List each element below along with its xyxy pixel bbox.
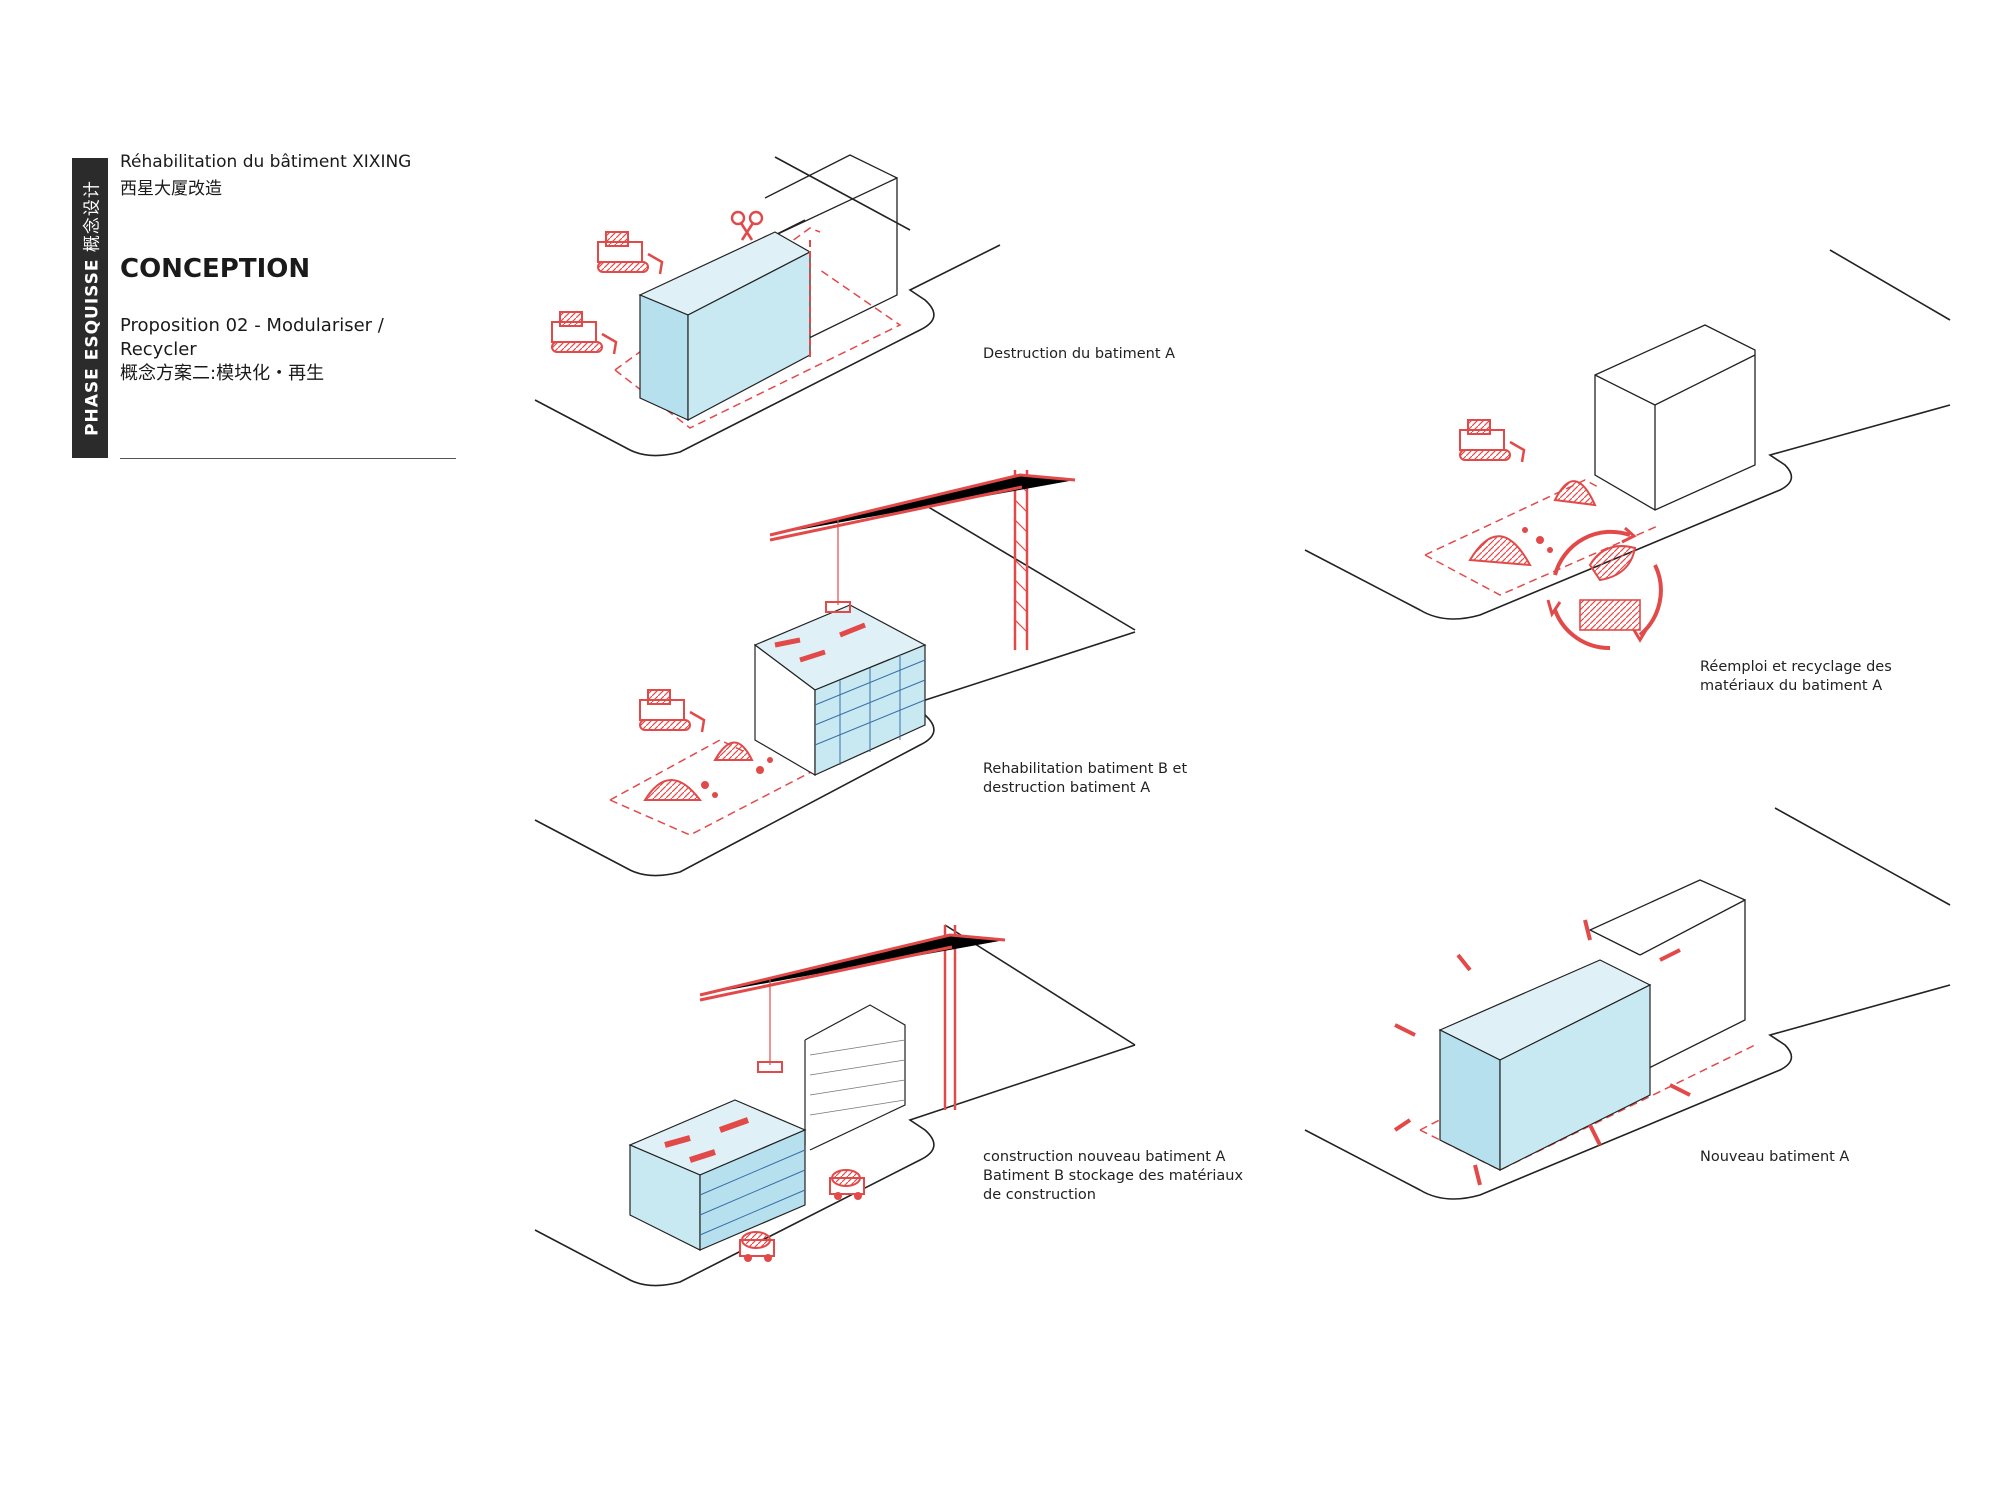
rubble-icon bbox=[1468, 480, 1597, 567]
step2-crane-load bbox=[825, 601, 851, 613]
section-title: CONCEPTION bbox=[120, 254, 311, 284]
step5-street-curve bbox=[1304, 984, 1951, 1200]
step2-street-edge bbox=[924, 504, 1136, 631]
proposition-line-1: Proposition 02 - Modulariser / bbox=[120, 315, 384, 336]
caption-step2-line-2: destruction batiment A bbox=[983, 780, 1151, 796]
step3-facade-grid bbox=[699, 1149, 806, 1236]
caption-step1: Destruction du batiment A bbox=[983, 346, 1176, 362]
step5-building-a-side bbox=[1499, 984, 1651, 1171]
step3-crane-load bbox=[757, 1061, 783, 1073]
step2-crane-mast-lattice bbox=[1014, 479, 1028, 633]
bulldozer-icon bbox=[551, 311, 618, 355]
step2-crane-jib bbox=[769, 473, 1076, 542]
project-title-cn: 西星大厦改造 bbox=[120, 179, 222, 199]
highlight-rays bbox=[1393, 919, 1691, 1186]
step3-building-b-floors bbox=[809, 1039, 906, 1116]
scissors-icon bbox=[730, 210, 764, 241]
step4-drawing bbox=[1304, 249, 1951, 651]
bulldozer-icon bbox=[639, 689, 706, 733]
caption-step3-line-2: Batiment B stockage des matériaux bbox=[983, 1168, 1244, 1184]
title-block: Réhabilitation du bâtiment XIXING 西星大厦改造… bbox=[120, 152, 420, 386]
caption-step5: Nouveau batiment A bbox=[1700, 1149, 1850, 1165]
step4-street-curve bbox=[1304, 404, 1951, 620]
caption-step2-line-1: Rehabilitation batiment B et bbox=[983, 761, 1188, 777]
step4-building-b bbox=[1594, 324, 1756, 511]
mixer-truck-icon bbox=[739, 1231, 775, 1262]
step3-street-curve bbox=[534, 1044, 1136, 1287]
step3-building-b bbox=[804, 1004, 906, 1151]
proposition-line-2: Recycler bbox=[120, 339, 197, 360]
caption-step3-line-1: construction nouveau batiment A bbox=[983, 1149, 1226, 1165]
step3-crane-mast bbox=[943, 925, 957, 1110]
step1-building-a-front bbox=[639, 294, 689, 421]
project-title-fr: Réhabilitation du bâtiment XIXING bbox=[120, 152, 412, 172]
proposition-text: Proposition 02 - Modulariser / Recycler … bbox=[120, 314, 420, 386]
step1-street-edge bbox=[774, 156, 911, 231]
caption-step4-line-1: Réemploi et recyclage des bbox=[1700, 659, 1892, 675]
step3-drawing bbox=[534, 924, 1136, 1287]
step5-drawing bbox=[1304, 807, 1951, 1200]
caption-step2: Rehabilitation batiment B et destruction… bbox=[983, 760, 1187, 798]
caption-step4-line-2: matériaux du batiment A bbox=[1700, 678, 1883, 694]
brick-stack-icon bbox=[1579, 599, 1641, 631]
step2-facade-grid bbox=[814, 655, 926, 765]
phase-sidebar bbox=[72, 158, 108, 458]
step3-crane-jib bbox=[699, 933, 1006, 1002]
step2-street-curve bbox=[534, 631, 1136, 877]
step3-building-a-side bbox=[699, 1129, 806, 1251]
proposition-line-cn: 概念方案二:模块化・再生 bbox=[120, 363, 325, 384]
mixer-truck-icon bbox=[829, 1169, 865, 1200]
caption-step4: Réemploi et recyclage des matériaux du b… bbox=[1700, 658, 1892, 696]
step4-street-edge bbox=[1829, 249, 1951, 321]
recycle-icon bbox=[1546, 526, 1663, 651]
header-divider bbox=[120, 458, 456, 459]
step3-roof-materials bbox=[664, 1117, 750, 1163]
step1-street-curve bbox=[534, 244, 1001, 457]
step1-drawing bbox=[534, 154, 1001, 457]
step2-drawing bbox=[534, 470, 1136, 877]
leaf-icon bbox=[1588, 545, 1637, 582]
step5-street-edge bbox=[1774, 807, 1951, 906]
step5-building-b bbox=[1588, 879, 1746, 1071]
caption-step3-line-3: de construction bbox=[983, 1187, 1096, 1203]
bulldozer-icon bbox=[1459, 419, 1526, 463]
caption-step3: construction nouveau batiment A Batiment… bbox=[983, 1148, 1243, 1205]
bulldozer-icon bbox=[597, 231, 664, 275]
step2-roof-materials bbox=[774, 622, 866, 663]
rubble-icon bbox=[643, 741, 773, 801]
